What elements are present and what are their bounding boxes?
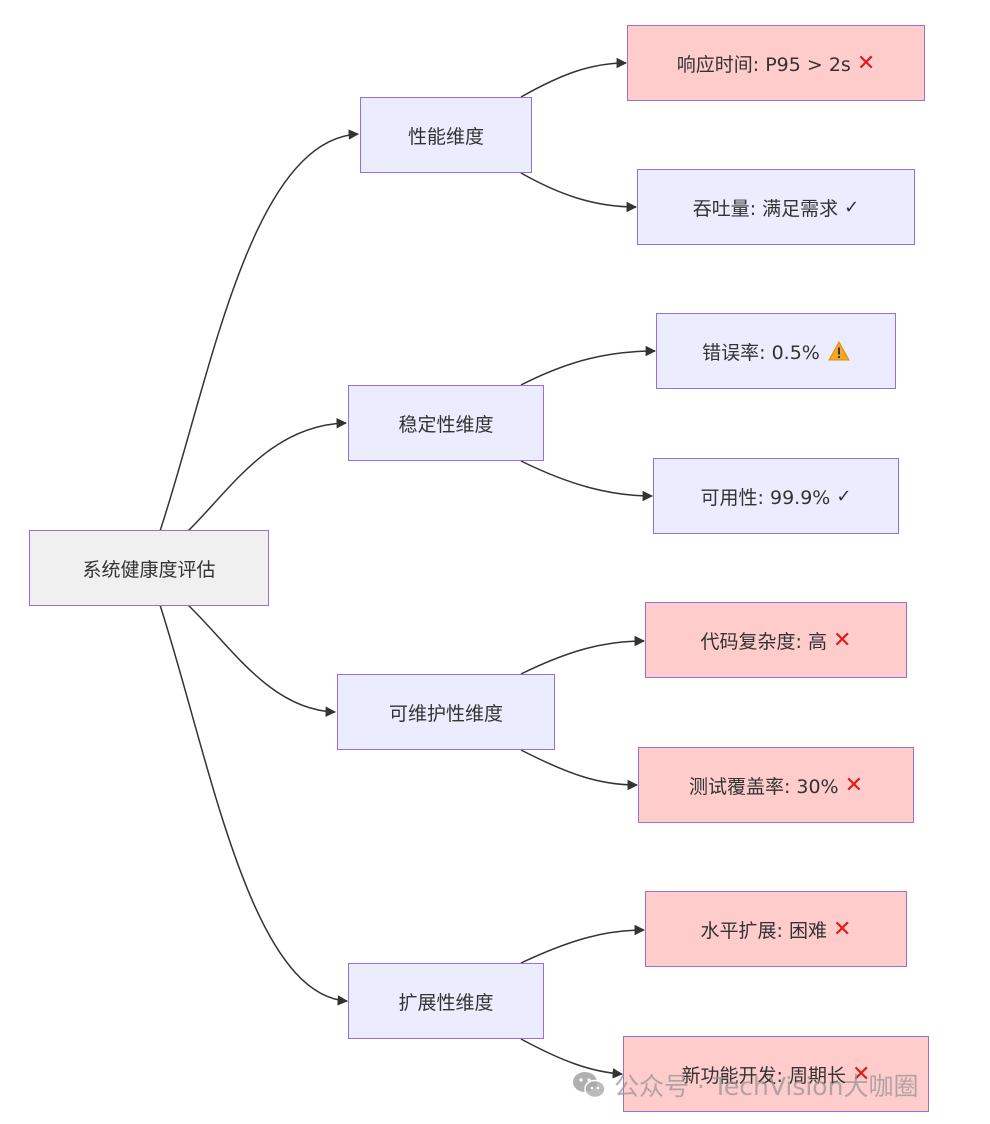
edge-dim1-m1 — [520, 57, 628, 98]
dimension-node-maintainability: 可维护性维度 — [337, 674, 555, 750]
edge-dim4-m1 — [520, 924, 646, 964]
metric-label: 测试覆盖率: 30% — [688, 775, 839, 798]
metric-label: 吞吐量: 满足需求 — [692, 197, 839, 220]
cross-icon: ✕ — [833, 916, 852, 942]
metric-label: 水平扩展: 困难 — [700, 919, 827, 942]
metric-node-response-time: 响应时间: P95 > 2s ✕ — [627, 25, 925, 101]
edge-root-dim1 — [159, 129, 360, 532]
metric-node-error-rate: 错误率: 0.5% — [656, 313, 896, 389]
cross-icon: ✕ — [844, 772, 864, 798]
edge-dim1-m2 — [520, 172, 638, 213]
edge-root-dim2 — [187, 418, 348, 532]
root-node-label: 系统健康度评估 — [82, 558, 216, 581]
dimension-node-performance: 性能维度 — [360, 97, 532, 173]
metric-node-throughput: 吞吐量: 满足需求 ✓ — [637, 169, 915, 245]
dimension-label: 性能维度 — [407, 125, 484, 148]
edge-dim3-m1 — [520, 635, 646, 675]
dimension-label: 扩展性维度 — [398, 991, 494, 1014]
edge-dim2-m1 — [520, 345, 657, 386]
metric-node-test-coverage: 测试覆盖率: 30% ✕ — [638, 747, 914, 823]
metric-label: 新功能开发: 周期长 — [681, 1064, 846, 1087]
check-icon: ✓ — [836, 485, 852, 507]
metric-label: 响应时间: P95 > 2s — [676, 53, 851, 76]
check-icon: ✓ — [844, 196, 860, 218]
metric-node-horizontal-scaling: 水平扩展: 困难 ✕ — [645, 891, 907, 967]
metric-node-feature-development: 新功能开发: 周期长 ✕ — [623, 1036, 929, 1112]
metric-label: 错误率: 0.5% — [702, 341, 820, 364]
metric-node-code-complexity: 代码复杂度: 高 ✕ — [645, 602, 907, 678]
wechat-icon — [573, 1072, 606, 1099]
edge-dim2-m2 — [520, 460, 654, 502]
dimension-label: 稳定性维度 — [398, 413, 494, 436]
metric-node-availability: 可用性: 99.9% ✓ — [653, 458, 899, 534]
cross-icon: ✕ — [833, 627, 852, 653]
watermark: 公众号 · TechVision大咖圈 — [572, 1066, 918, 1104]
warning-icon — [828, 341, 850, 361]
cross-icon: ✕ — [852, 1061, 871, 1087]
metric-label: 可用性: 99.9% — [700, 486, 831, 509]
dimension-node-stability: 稳定性维度 — [348, 385, 544, 461]
watermark-text: 公众号 · TechVision大咖圈 — [614, 1072, 919, 1101]
metric-label: 代码复杂度: 高 — [700, 630, 827, 653]
root-node: 系统健康度评估 — [29, 530, 269, 606]
cross-icon: ✕ — [856, 50, 876, 76]
dimension-node-scalability: 扩展性维度 — [348, 963, 544, 1039]
edge-dim4-m2 — [520, 1038, 624, 1079]
edge-root-dim3 — [187, 604, 337, 717]
edge-dim3-m2 — [520, 749, 639, 791]
dimension-label: 可维护性维度 — [388, 702, 503, 725]
edge-root-dim4 — [159, 604, 349, 1006]
